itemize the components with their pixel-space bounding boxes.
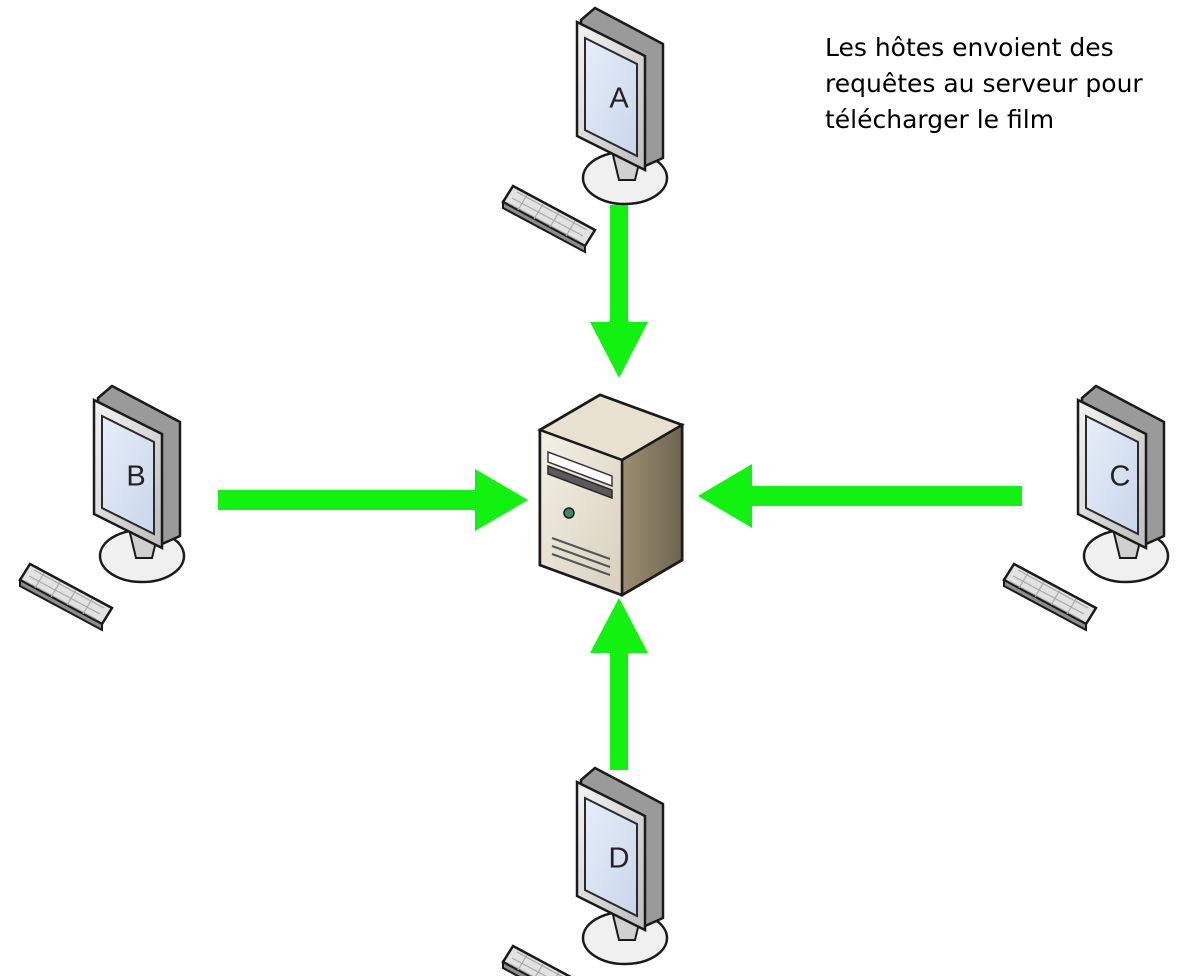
host-b-computer: B	[18, 384, 186, 632]
host-b-label: B	[126, 461, 145, 493]
caption-line-3: télécharger le film	[825, 105, 1055, 134]
diagram-caption: Les hôtes envoient des requêtes au serve…	[825, 30, 1179, 138]
arrow-b-to-server	[218, 469, 528, 531]
arrow-d-to-server	[590, 598, 648, 770]
host-c-computer: C	[1002, 384, 1170, 632]
host-d-label: D	[609, 843, 630, 875]
computer-workstation-icon	[1002, 384, 1170, 632]
host-a-computer: A	[501, 6, 669, 254]
caption-line-2: requêtes au serveur pour	[825, 69, 1143, 98]
host-a-label: A	[609, 83, 629, 115]
computer-workstation-icon	[501, 766, 669, 976]
host-d-computer: D	[501, 766, 669, 976]
computer-workstation-icon	[501, 6, 669, 254]
caption-line-1: Les hôtes envoient des	[825, 33, 1114, 62]
arrow-c-to-server	[698, 464, 1022, 528]
computer-workstation-icon	[18, 384, 186, 632]
host-c-label: C	[1110, 461, 1131, 493]
server-tower-icon	[537, 393, 685, 598]
arrow-a-to-server	[590, 205, 648, 378]
